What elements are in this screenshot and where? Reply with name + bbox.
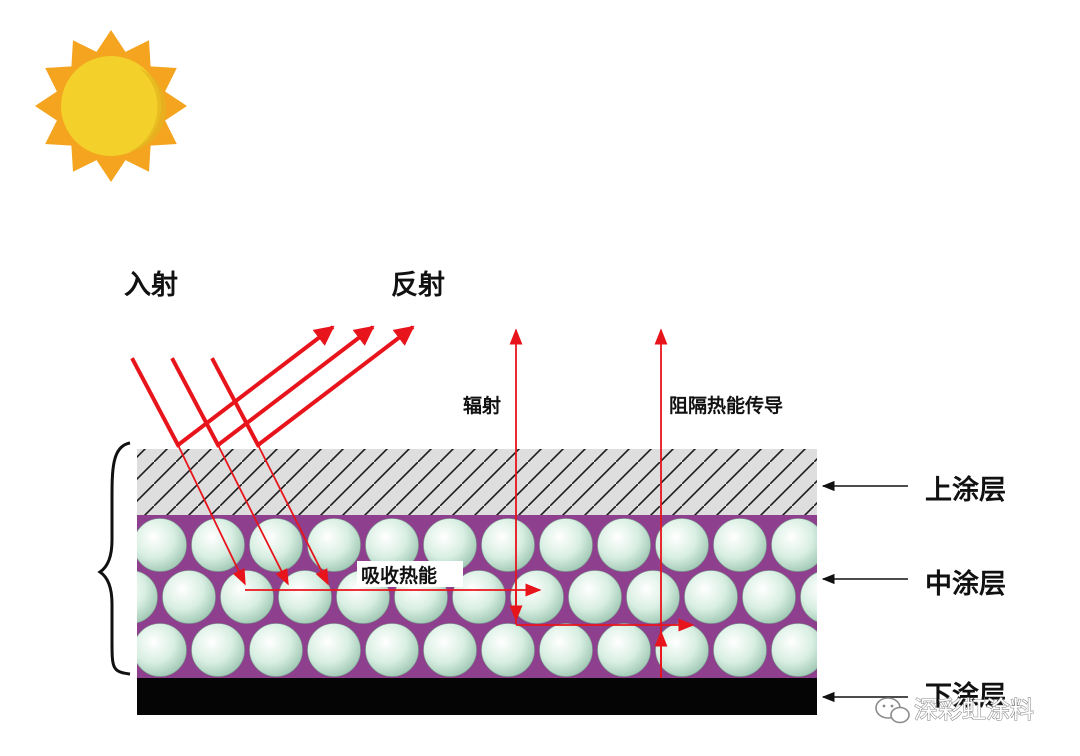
bead	[137, 570, 158, 624]
bead	[191, 623, 245, 677]
watermark: 深彩虹涂料	[875, 695, 1035, 725]
watermark-text: 深彩虹涂料	[914, 696, 1034, 724]
label-middle-layer: 中涂层	[925, 568, 1006, 600]
bead	[249, 623, 303, 677]
bead	[137, 623, 187, 677]
bead	[307, 623, 361, 677]
label-radiation: 辐射	[463, 394, 501, 417]
middle-coating-layer	[76, 515, 883, 678]
bead	[655, 518, 709, 572]
bead	[597, 518, 651, 572]
bead	[76, 519, 129, 572]
wechat-icon	[875, 697, 910, 724]
bead	[481, 623, 535, 677]
bottom-coating-layer	[137, 678, 817, 715]
label-incident: 入射	[124, 270, 178, 301]
bead	[655, 623, 709, 677]
bead	[771, 518, 817, 572]
refracted-rays	[177, 444, 329, 586]
bead	[220, 570, 274, 624]
bead	[481, 518, 535, 572]
bead	[539, 623, 593, 677]
bead	[713, 518, 767, 572]
bead	[365, 623, 419, 677]
bead	[137, 518, 187, 572]
layer-pointer-arrows	[821, 480, 908, 703]
reflected-rays	[176, 325, 415, 447]
top-coating-layer	[137, 449, 817, 515]
bead	[597, 623, 651, 677]
bead	[452, 570, 506, 624]
bead	[771, 623, 817, 677]
bead	[800, 572, 817, 622]
bead	[307, 518, 361, 572]
bead	[191, 518, 245, 572]
label-absorb-heat: 吸收热能	[361, 564, 437, 587]
absorb-heat-label-bg	[357, 561, 463, 587]
bead	[510, 570, 564, 624]
bead-particles	[76, 518, 883, 677]
label-reflection: 反射	[391, 270, 445, 301]
bead	[539, 518, 593, 572]
bead	[249, 518, 303, 572]
bead	[626, 570, 680, 624]
bead	[568, 570, 622, 624]
bead	[713, 623, 767, 677]
bead	[830, 624, 883, 677]
sun-icon	[35, 30, 187, 182]
layer-brace	[97, 441, 131, 676]
bead	[684, 570, 738, 624]
bead	[830, 519, 883, 572]
bead	[278, 570, 332, 624]
label-top-layer: 上涂层	[925, 474, 1006, 506]
bead	[423, 623, 477, 677]
bead	[162, 570, 216, 624]
bead	[76, 624, 129, 677]
bead	[742, 570, 796, 624]
label-bottom-layer: 下涂层	[925, 680, 1006, 712]
label-block-conduction: 阻隔热能传导	[669, 394, 783, 417]
